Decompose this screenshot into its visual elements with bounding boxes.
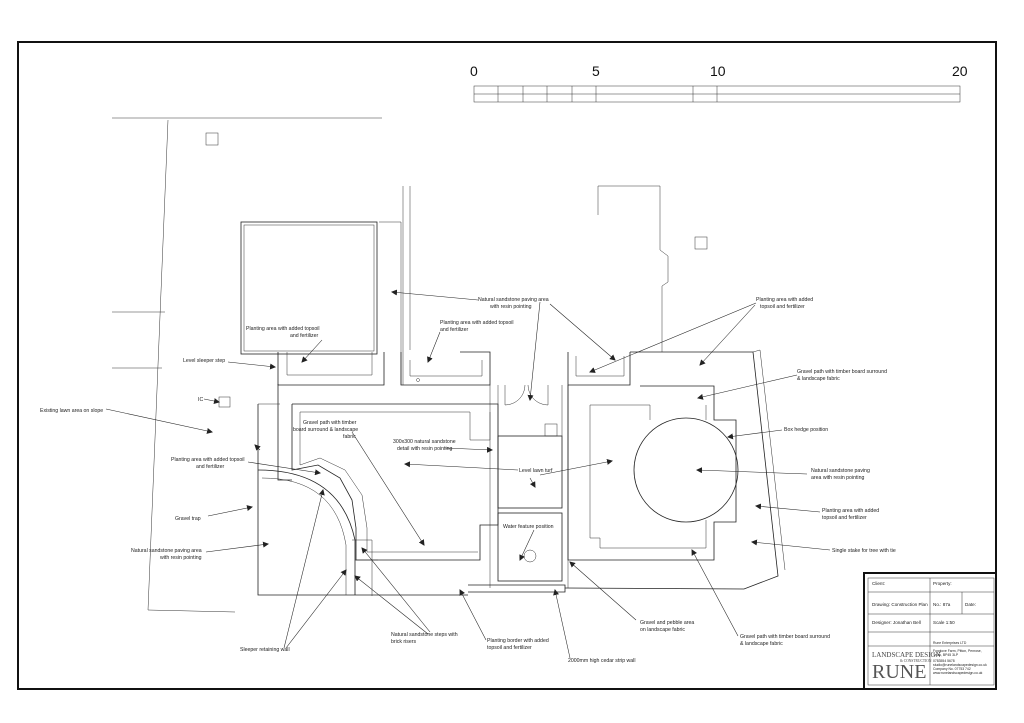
label-gravel-path-center: Gravel path with timber board surround &… <box>293 420 360 440</box>
annotation-labels: Natural sandstone paving area with resin… <box>40 297 896 664</box>
label-natural-paving-right: Natural sandstone paving area with resin… <box>811 468 871 481</box>
label-planting-border: Planting border with added topsoil and f… <box>487 638 550 651</box>
scale-tick-5: 5 <box>592 63 600 79</box>
tb-client: Client: <box>872 581 885 586</box>
company-details: Rune Enterprises LTD Foxglove Farm, Pitt… <box>933 641 988 675</box>
tb-date: Date: <box>965 602 976 607</box>
tb-scale: Scale 1:50 <box>933 620 955 625</box>
label-level-sleeper-step: Level sleeper step <box>183 358 225 364</box>
label-gravel-path-bottom: Gravel path with timber board surround &… <box>740 634 831 647</box>
site-plan <box>112 117 786 613</box>
label-box-hedge: Box hedge position <box>784 427 828 433</box>
logo-rune: RUNE <box>872 661 926 683</box>
label-planting-right: Planting area with added topsoil and fer… <box>822 508 881 521</box>
title-block: Client: Property: Drawing: Construction … <box>863 572 997 690</box>
label-level-lawn: Level lawn turf <box>519 468 553 474</box>
label-sleeper-wall: Sleeper retaining wall <box>240 647 290 653</box>
label-single-stake: Single stake for tree with tie <box>832 548 896 554</box>
tb-drawing: Drawing: Construction Plan <box>872 602 928 607</box>
scale-tick-10: 10 <box>710 63 726 79</box>
label-planting-top-right: Planting area with added topsoil and fer… <box>756 297 815 310</box>
label-cedar-wall: 2000mm high cedar strip wall <box>568 658 635 664</box>
sheet-border <box>17 41 997 690</box>
annotation-leaders <box>105 289 831 659</box>
logo-construction: & CONSTRUCTION <box>900 659 932 663</box>
logo-landscape-design: LANDSCAPE DESIGN <box>872 651 941 659</box>
label-planting-left-box: Planting area with added topsoil and fer… <box>246 326 321 339</box>
scale-tick-20: 20 <box>952 63 968 79</box>
label-gravel-pebble: Gravel and pebble area on landscape fabr… <box>640 620 696 633</box>
label-water-feature: Water feature position <box>503 524 554 530</box>
label-ic: IC <box>198 397 203 403</box>
tb-property: Property: <box>933 581 952 586</box>
label-planting-left: Planting area with added topsoil and fer… <box>171 457 246 470</box>
label-natural-paving-left: Natural sandstone paving area with resin… <box>131 548 203 561</box>
label-sandstone-detail: 300x300 natural sandstone detail with re… <box>393 439 457 452</box>
label-gravel-path-right: Gravel path with timber board surround &… <box>797 369 888 382</box>
tb-number: No.: 87a <box>933 602 951 607</box>
scale-bar: 0 5 10 20 <box>470 63 968 103</box>
label-planting-center: Planting area with added topsoil and fer… <box>440 320 515 333</box>
scale-tick-0: 0 <box>470 63 478 79</box>
label-existing-lawn: Existing lawn area on slope <box>40 408 103 414</box>
label-natural-paving-top: Natural sandstone paving area with resin… <box>478 297 550 310</box>
label-sandstone-steps: Natural sandstone steps with brick riser… <box>391 632 459 645</box>
label-gravel-trap: Gravel trap <box>175 516 201 522</box>
tb-designer: Designer: Jonathan Bell <box>872 620 921 625</box>
